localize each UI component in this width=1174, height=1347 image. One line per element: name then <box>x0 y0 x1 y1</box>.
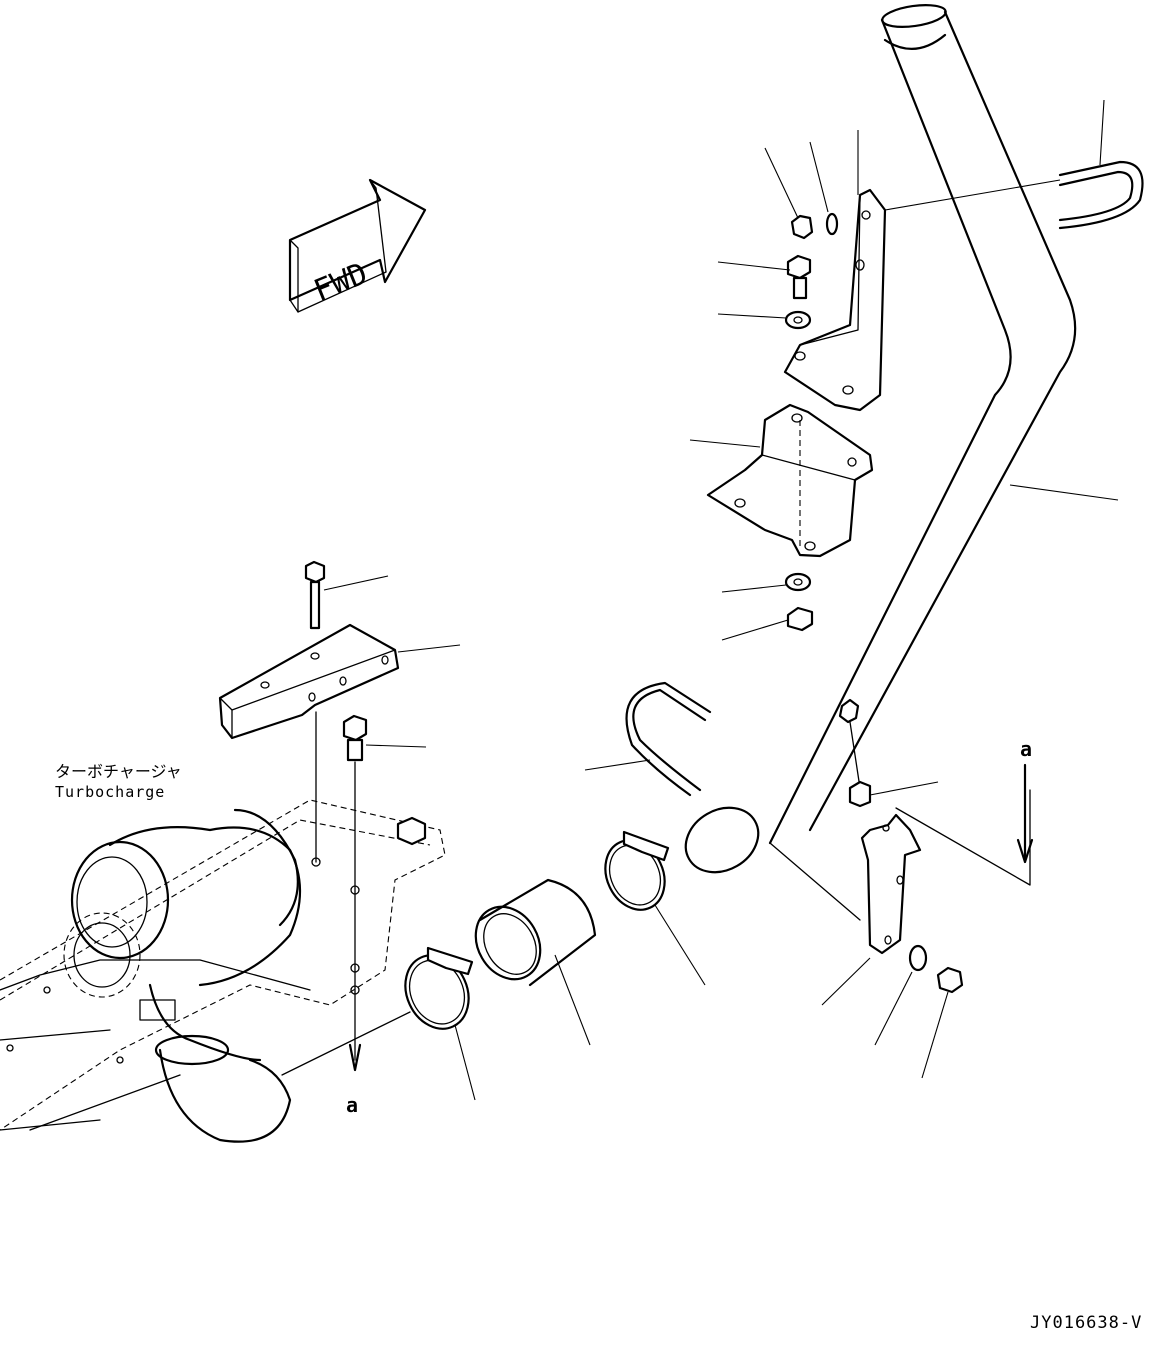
nut-top <box>764 147 814 240</box>
view-a-marker-top: a <box>1016 737 1034 864</box>
turbo-label-en: Turbocharge <box>55 783 165 801</box>
turbo-label-jp: ターボチャージャ <box>55 762 182 781</box>
bolt-left-long <box>304 560 389 630</box>
support-bracket-left <box>218 623 461 740</box>
fwd-arrow-icon: FWD <box>288 178 427 313</box>
u-bolt-lower <box>584 681 712 797</box>
lock-washer-top <box>809 141 839 236</box>
nut-bottom-right <box>921 966 964 1079</box>
washer-lower-right <box>874 944 928 1046</box>
bolt-left-short <box>342 714 427 762</box>
bolt-lower-right <box>848 780 939 808</box>
nut-lower-right <box>838 698 861 789</box>
middle-bracket <box>689 403 874 558</box>
exhaust-pipe <box>684 4 1119 921</box>
view-a-bottom-label: a <box>346 1093 358 1117</box>
fwd-label: FWD <box>309 256 372 309</box>
drawing-id: JY016638-V <box>1030 1313 1142 1333</box>
turbocharger <box>0 799 446 1143</box>
washer-middle <box>721 572 812 593</box>
connector-sleeve <box>474 878 597 1046</box>
bracket-lower-right <box>821 789 1031 1006</box>
bolt-upper-bracket <box>717 254 812 300</box>
nut-middle <box>721 606 814 641</box>
u-bolt-top <box>884 99 1144 230</box>
hose-clamp-upper <box>604 830 706 986</box>
washer-upper-bracket <box>717 310 812 330</box>
view-a-top-label: a <box>1020 737 1032 761</box>
upper-bracket <box>783 130 887 412</box>
hose-clamp-lower <box>404 946 476 1101</box>
